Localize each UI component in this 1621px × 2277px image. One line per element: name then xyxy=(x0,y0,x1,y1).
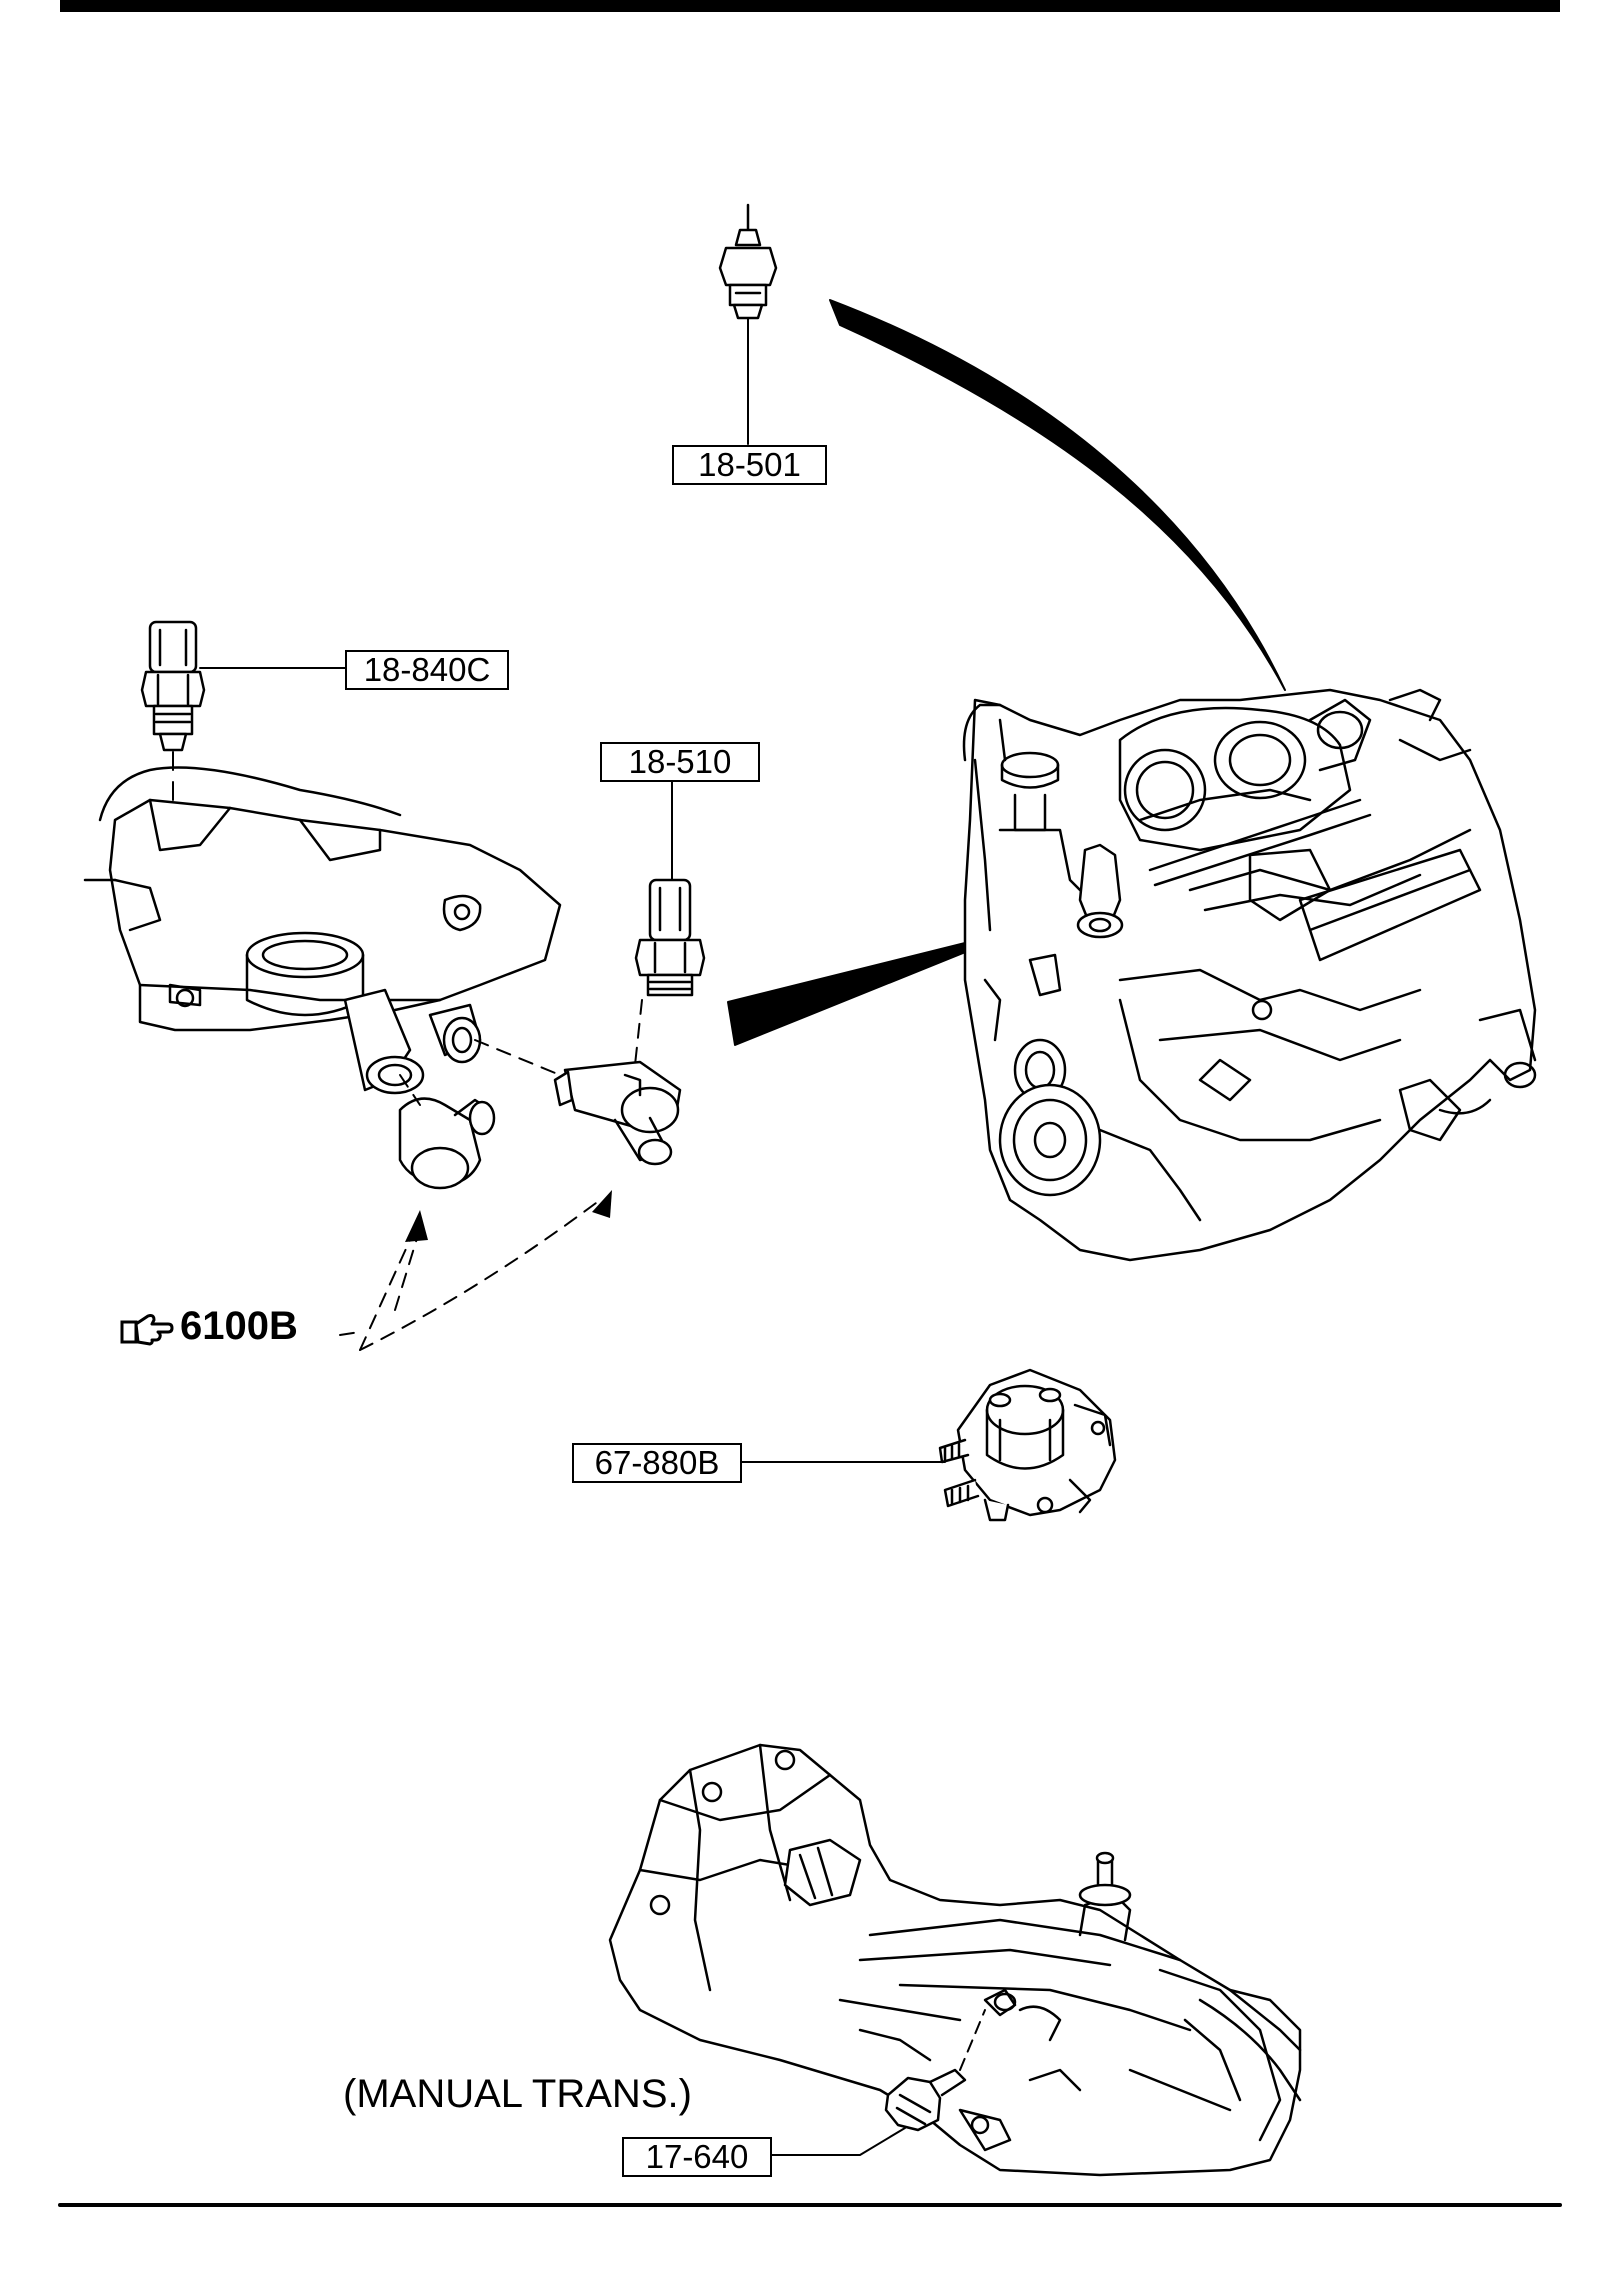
transmission-assembly xyxy=(608,1743,1302,2177)
pointer-to-engine-top xyxy=(829,299,1286,691)
callout-18-501: 18-501 xyxy=(672,445,827,485)
coolant-temp-sensor-part xyxy=(140,620,206,752)
top-border xyxy=(60,0,1560,12)
sensor-housing xyxy=(553,1060,682,1166)
backup-lamp-switch-leader xyxy=(769,2127,906,2156)
elbow-fitting xyxy=(398,1097,496,1190)
callout-67-880B: 67-880B xyxy=(572,1443,742,1483)
callout-18-840C: 18-840C xyxy=(345,650,509,690)
pointer-to-engine-mid xyxy=(727,927,1026,1046)
water-outlet-housing xyxy=(83,766,562,1095)
manual-trans-note: (MANUAL TRANS.) xyxy=(343,2072,692,2116)
engine-assembly xyxy=(962,688,1537,1262)
install-lines xyxy=(339,999,643,1351)
backup-lamp-switch-install-line xyxy=(959,2009,986,2071)
callout-17-640: 17-640 xyxy=(622,2137,772,2177)
pointing-hand-icon xyxy=(120,1314,174,1346)
starter-relay-part xyxy=(938,1368,1117,1522)
oil-pressure-switch-part xyxy=(718,203,778,320)
reference-6100B: 6100B xyxy=(180,1304,298,1348)
backup-lamp-switch-part xyxy=(884,2068,967,2132)
thermo-switch-part xyxy=(634,878,706,997)
install-arrowheads xyxy=(405,1190,612,1242)
callout-18-510: 18-510 xyxy=(600,742,760,782)
